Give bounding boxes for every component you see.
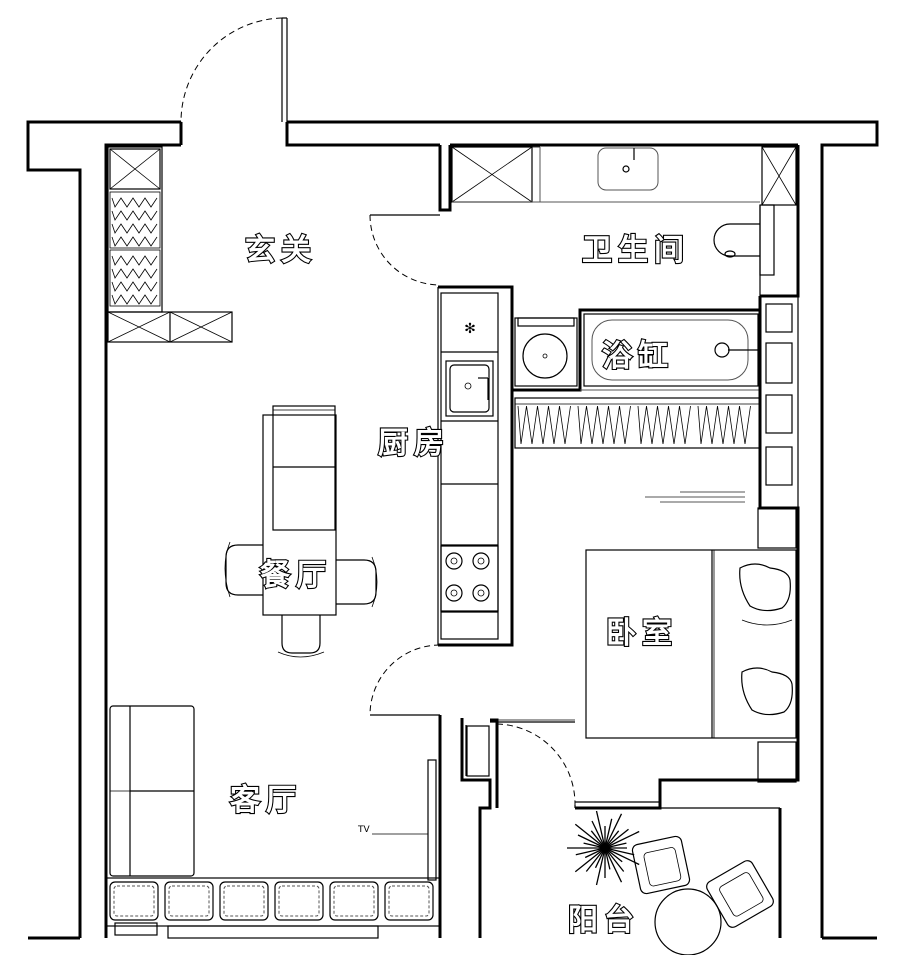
entrance-closet <box>107 146 233 343</box>
label-kitchen: 厨房 <box>378 426 450 461</box>
label-entrance: 玄关 <box>245 233 317 268</box>
tv-stand <box>372 759 437 881</box>
room-labels: 玄关 卫生间 浴缸 厨房 餐厅 卧室 客厅 阳台 TV <box>229 232 690 939</box>
bedroom-right-wall <box>757 296 800 783</box>
label-balcony: 阳台 <box>568 903 640 938</box>
bed <box>585 549 797 739</box>
living-room-door <box>369 644 442 938</box>
dining-table <box>224 405 378 658</box>
bedroom-wardrobe <box>514 397 761 503</box>
balcony-furniture <box>567 810 774 955</box>
kitchen-counter: ✻ <box>437 285 514 647</box>
label-bedroom: 卧室 <box>606 616 678 651</box>
bathroom-walls <box>438 143 800 298</box>
label-bathtub: 浴缸 <box>602 339 674 374</box>
outer-walls <box>26 120 879 940</box>
label-tv: TV <box>357 825 370 835</box>
label-living: 客厅 <box>230 783 302 818</box>
label-bathroom: 卫生间 <box>582 233 690 268</box>
label-dining: 餐厅 <box>260 558 332 593</box>
bathroom-fixtures <box>451 146 797 276</box>
window-seat <box>105 877 441 939</box>
entrance-door <box>180 17 288 123</box>
bathroom-door <box>369 214 441 286</box>
svg-text:✻: ✻ <box>464 321 476 337</box>
balcony-walls <box>460 718 782 938</box>
sofa <box>109 705 195 877</box>
